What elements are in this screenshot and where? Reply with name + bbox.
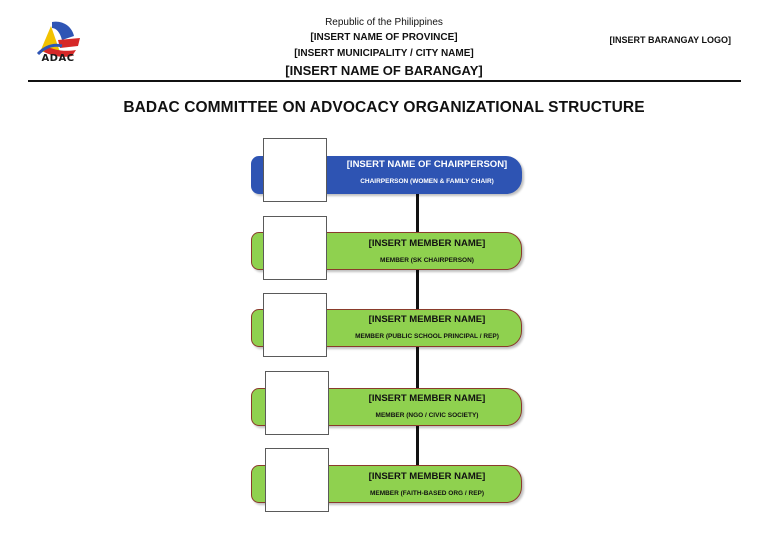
member-role: MEMBER (NGO / CIVIC SOCIETY) bbox=[375, 412, 479, 419]
member-name: [INSERT MEMBER NAME] bbox=[368, 471, 486, 482]
member-role: MEMBER (PUBLIC SCHOOL PRINCIPAL / REP) bbox=[355, 333, 499, 340]
member-name: [INSERT MEMBER NAME] bbox=[368, 238, 486, 249]
member-photo-placeholder bbox=[263, 293, 327, 357]
member-photo-placeholder bbox=[263, 216, 327, 280]
logo-text: ADAC bbox=[41, 53, 75, 64]
header-province: [INSERT NAME OF PROVINCE] bbox=[310, 32, 458, 43]
member-photo-placeholder bbox=[265, 448, 329, 512]
page-title: BADAC COMMITTEE ON ADVOCACY ORGANIZATION… bbox=[123, 99, 645, 116]
header-divider bbox=[28, 80, 741, 82]
chair-role: CHAIRPERSON (WOMEN & FAMILY CHAIR) bbox=[360, 178, 494, 185]
member-role: MEMBER (FAITH-BASED ORG / REP) bbox=[369, 490, 485, 497]
header-barangay: [INSERT NAME OF BARANGAY] bbox=[285, 63, 483, 78]
header-municipality: [INSERT MUNICIPALITY / CITY NAME] bbox=[294, 48, 474, 59]
member-name: [INSERT MEMBER NAME] bbox=[368, 393, 486, 404]
header-country: Republic of the Philippines bbox=[325, 17, 443, 28]
chair-photo-placeholder bbox=[263, 138, 327, 202]
member-photo-placeholder bbox=[265, 371, 329, 435]
member-role: MEMBER (SK CHAIRPERSON) bbox=[380, 257, 474, 264]
member-name: [INSERT MEMBER NAME] bbox=[368, 314, 486, 325]
chair-name: [INSERT NAME OF CHAIRPERSON] bbox=[346, 159, 508, 170]
adac-logo-icon bbox=[36, 21, 80, 57]
barangay-logo-placeholder: [INSERT BARANGAY LOGO] bbox=[609, 35, 731, 45]
